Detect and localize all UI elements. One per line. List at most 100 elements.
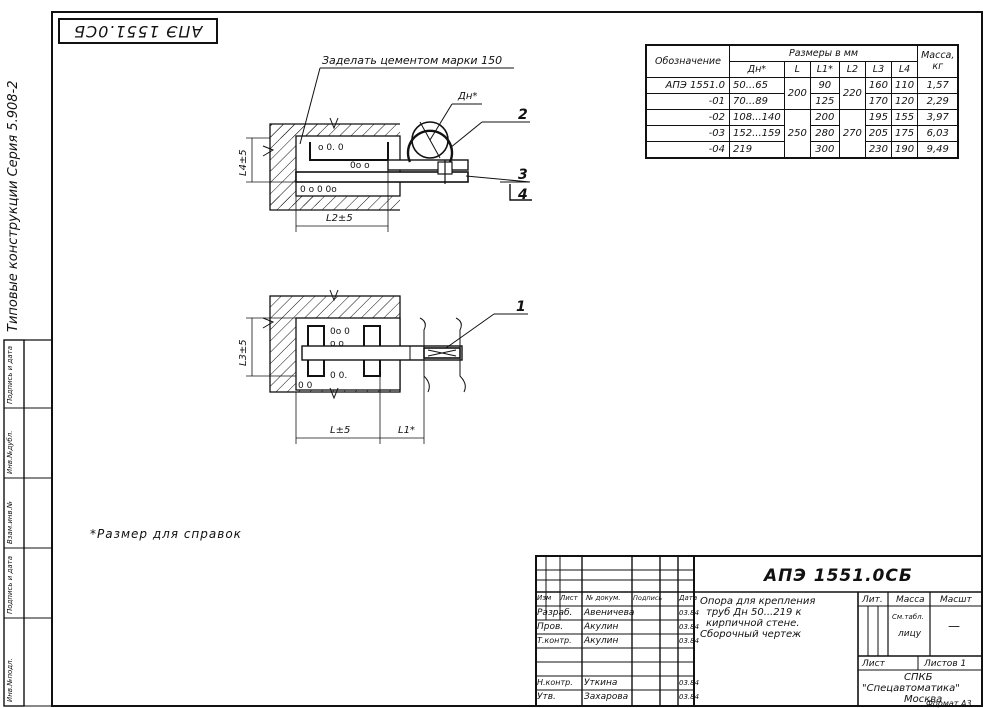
col-mass: Масса, кг [917,44,959,78]
row-mass: 2,29 [917,93,959,110]
col-l: L [783,61,811,78]
row-l2: 270 [838,109,866,159]
row-mass: 3,97 [917,109,959,126]
date-ncontrol: 03.84 [679,679,700,687]
doc-title-line-3: кирпичной стене. [706,618,800,629]
margin-field-1: Инв.№подл. [6,658,14,702]
row-l: 250 [783,109,811,159]
dim-l4-text: L4±5 [238,149,249,176]
doc-title-line-4: Сборочный чертеж [700,629,802,640]
sheets-label: Листов 1 [924,659,967,669]
row-mass: 9,49 [917,141,959,159]
row-l1: 200 [809,109,840,126]
format-label: Формат А3 [926,699,972,708]
svg-text:0 0: 0 0 [298,381,313,391]
callout-3: 3 [518,167,528,183]
margin-field-3-text: Взам.инв.№ [6,500,14,544]
row-name: -04 [645,141,730,159]
row-l3: 160 [864,77,893,94]
row-dn: 70...89 [729,93,785,110]
top-section-view: o 0. 0 0o o 0 o 0 0o [246,67,532,232]
row-l4: 110 [890,77,919,94]
dim-l-label: L±5 [330,425,351,436]
margin-field-2: Подпись и дата [6,556,14,614]
document-code-stamp-text: АПЭ 1551.0СБ [73,21,203,41]
name-tcontrol: Акулин [584,636,619,646]
svg-text:0o o: 0o o [350,161,370,171]
callout-2: 2 [518,107,528,123]
callout-4: 4 [518,187,528,203]
col-l2: L2 [838,61,866,78]
sizes-table: Обозначение Размеры в мм Масса, кг Дн* L… [645,44,960,159]
doc-code: АПЭ 1551.0СБ [764,566,913,586]
role-developer: Разраб. [537,608,573,618]
margin-field-2-text: Подпись и дата [6,556,14,614]
row-l3: 230 [864,141,893,159]
row-dn: 50...65 [729,77,785,94]
row-dn: 152...159 [729,125,785,142]
table-row: АПЭ 1551.0 50...65 200 90 220 160 110 1,… [645,77,959,110]
col-l1: L1* [809,61,840,78]
series-vertical-label: Типовые конструкции Серия 5.908-2 [6,80,21,332]
row-l1: 90 [809,77,840,94]
title-block-frame [535,555,983,707]
row-l4: 175 [890,125,919,142]
doc-title-line-1: Опора для крепления [700,596,816,607]
row-name: -03 [645,125,730,142]
date-checker: 03.84 [679,623,700,631]
table-row: -02 108...140 250 200 270 195 155 3,97 [645,109,959,159]
svg-text:o o: o o [330,339,344,349]
dim-l3-text: L3±5 [238,339,249,366]
margin-field-3: Взам.инв.№ [6,501,14,544]
margin-field-4: Инв.№дубл. [6,431,14,474]
margin-field-5-text: Подпись и дата [6,346,14,404]
document-code-stamp: АПЭ 1551.0СБ [58,18,218,44]
lit-label: Лит. [862,595,883,605]
margin-field-4-text: Инв.№дубл. [6,430,14,474]
head-doc: № докум. [586,594,621,602]
head-date: Дата [679,594,698,602]
row-l1: 125 [809,93,840,110]
row-l3: 195 [864,109,893,126]
name-ncontrol: Уткина [584,678,618,688]
bottom-plan-view: 0o 0 o o 0 0. 0 0 [246,289,528,444]
mass-value: См.табл. [892,613,924,621]
row-name: -02 [645,109,730,126]
org-line-2: "Спецавтоматика" [862,683,960,694]
date-tcontrol: 03.84 [679,637,700,645]
org-line-1: СПКБ [904,672,933,683]
row-l1: 280 [809,125,840,142]
svg-text:o 0. 0: o 0. 0 [318,143,344,153]
head-sign: Подпись [633,594,663,602]
head-list: Лист [560,594,578,602]
row-l2: 220 [838,77,866,110]
row-l3: 170 [864,93,893,110]
name-approved: Захарова [584,692,629,702]
col-dn: Дн* [729,61,785,78]
row-dn: 219 [729,141,785,159]
date-approved: 03.84 [679,693,700,701]
role-approved: Утв. [537,692,556,702]
margin-field-5: Подпись и дата [6,346,14,404]
dim-l2-label: L2±5 [326,213,353,224]
role-ncontrol: Н.контр. [537,678,573,687]
row-l1: 300 [809,141,840,159]
name-developer: Авеничева [584,608,635,618]
svg-text:0 o 0 0o: 0 o 0 0o [300,185,337,195]
name-checker: Акулин [584,622,619,632]
row-l4: 120 [890,93,919,110]
table-row: -03 152...159 280 205 175 6,03 [645,125,959,142]
col-designation: Обозначение [645,44,730,78]
table-row: -04 219 300 230 190 9,49 [645,141,959,159]
row-name: -01 [645,93,730,110]
series-text: Типовые конструкции Серия 5.908-2 [6,80,21,332]
col-l4: L4 [890,61,919,78]
row-l: 200 [783,77,811,110]
role-checker: Пров. [537,622,564,632]
sheet-label: Лист [862,659,885,669]
row-name: АПЭ 1551.0 [645,77,730,94]
dim-l3-label: L3±5 [238,339,249,366]
mass-value-2: лицу [898,629,922,639]
margin-field-1-text: Инв.№подл. [6,658,14,702]
